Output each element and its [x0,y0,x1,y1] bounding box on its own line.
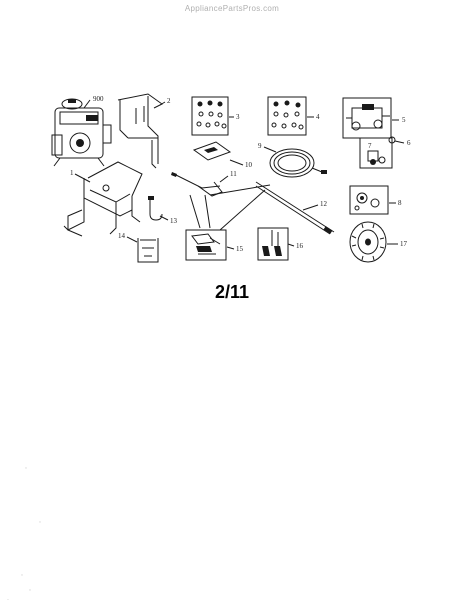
callout-3: 3 [236,113,240,121]
callout-11: 11 [230,170,237,178]
part-15-nozzle-kit[interactable] [185,229,227,261]
callout-14: 14 [118,232,126,240]
callout-17: 17 [400,240,408,248]
watermark: AppliancePartsPros.com [184,4,280,13]
part-12-wand[interactable] [255,181,335,235]
part-16-bolts[interactable] [257,227,289,261]
scan-specks [7,467,41,600]
part-8-axle-kit[interactable] [349,185,389,215]
part-10-nozzle-tray[interactable] [192,141,232,161]
part-5-pump[interactable] [342,97,392,139]
part-3-hardware-kit[interactable] [191,96,229,136]
callout-9: 9 [258,142,262,150]
part-9-hose[interactable] [269,148,327,178]
callout-2: 2 [167,97,171,105]
callout-10: 10 [245,161,253,169]
callout-900: 900 [93,95,104,103]
part-2-frame-bracket[interactable] [117,93,163,169]
page-number-label: 2/11 [214,282,250,302]
callout-8: 8 [398,199,402,207]
part-11-spray-gun[interactable] [171,172,223,197]
part-4-hardware-kit[interactable] [267,96,307,136]
callout-7: 7 [368,142,372,150]
callout-13: 13 [170,217,178,225]
callout-12: 12 [320,200,328,208]
callout-6: 6 [407,139,411,147]
callout-16: 16 [296,242,304,250]
callout-15: 15 [236,245,244,253]
part-17-wheel[interactable] [349,221,387,263]
callout-1: 1 [70,169,74,177]
part-1-main-frame[interactable] [63,161,143,237]
part-14-holder[interactable] [137,238,159,263]
part-7-pump-subassembly[interactable] [359,137,393,169]
part-6-fitting[interactable] [388,136,396,144]
callout-5: 5 [402,116,406,124]
callout-4: 4 [316,113,320,121]
part-900-engine[interactable] [51,98,112,167]
